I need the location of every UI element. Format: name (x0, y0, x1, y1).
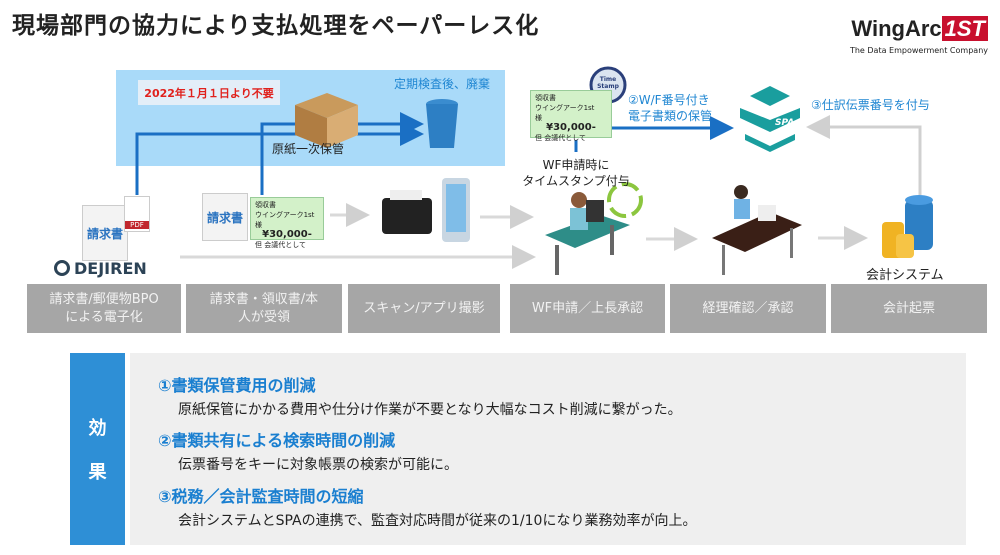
logo-name: WingArc (851, 16, 942, 41)
notice-label: 2022年１月１日より不要 (138, 80, 280, 105)
arrow-receipt-to-disposal (260, 112, 424, 195)
spa-label: SPA (775, 118, 795, 128)
step-journal-entry: 会計起票 (831, 284, 987, 333)
logo-tagline: The Data Empowerment Company (849, 46, 988, 55)
logo-mark: 1ST (941, 16, 988, 41)
timestamped-receipt: 領収書ウイングアーク1st 様¥30,000-但 会議代として (530, 90, 612, 142)
effect-body-1: 原紙保管にかかる費用や仕分け作業が不要となり大幅なコスト削減に繋がった。 (178, 402, 682, 418)
dejiren-logo: DEJIREN (54, 259, 147, 278)
step2-label: ②W/F番号付き電子書類の保管 (628, 93, 713, 123)
wf-worker-desk-icon (545, 182, 643, 275)
pdf-icon: PDF (124, 196, 150, 232)
step-accounting-approval: 経理確認／承認 (670, 284, 826, 333)
effects-label: 効果 (70, 353, 125, 545)
spa-icon (740, 86, 800, 152)
effect-heading-2: ②書類共有による検索時間の削減 (158, 431, 396, 450)
arrow-accounting-to-spa (806, 115, 922, 195)
accounting-system-label: 会計システム (866, 268, 944, 283)
database-coins-icon (882, 195, 933, 258)
printer-icon (382, 190, 432, 234)
box-label: 原紙一次保管 (272, 142, 345, 156)
accounting-worker-desk-icon (712, 185, 802, 275)
receipt-document: 領収書ウイングアーク1st 様¥30,000-但 会議代として (250, 197, 324, 249)
step-scan: スキャン/アプリ撮影 (348, 284, 500, 333)
cardboard-box-icon (295, 93, 358, 148)
trash-can-icon (426, 99, 458, 148)
step-wf-approval: WF申請／上長承認 (510, 284, 665, 333)
tablet-icon (442, 178, 470, 242)
effect-body-2: 伝票番号をキーに対象帳票の検索が可能に。 (178, 457, 458, 473)
effect-heading-1: ①書類保管費用の削減 (158, 376, 316, 395)
effect-body-3: 会計システムとSPAの連携で、監査対応時間が従来の1/10になり業務効率が向上。 (178, 513, 697, 529)
disposal-label: 定期検査後、廃棄 (394, 77, 491, 91)
effects-panel (130, 353, 966, 545)
step-receive: 請求書・領収書/本人が受領 (186, 284, 342, 333)
invoice-document: 請求書 (82, 205, 128, 261)
step3-label: ③仕訳伝票番号を付与 (811, 98, 930, 112)
invoice-document-2: 請求書 (202, 193, 248, 241)
effect-heading-3: ③税務／会計監査時間の短縮 (158, 487, 364, 506)
page-title: 現場部門の協力により支払処理をペーパーレス化 (12, 13, 540, 39)
time-stamp-text: Time Stamp (597, 76, 619, 90)
timestamp-caption: WF申請時にタイムスタンプ付与 (522, 158, 630, 188)
